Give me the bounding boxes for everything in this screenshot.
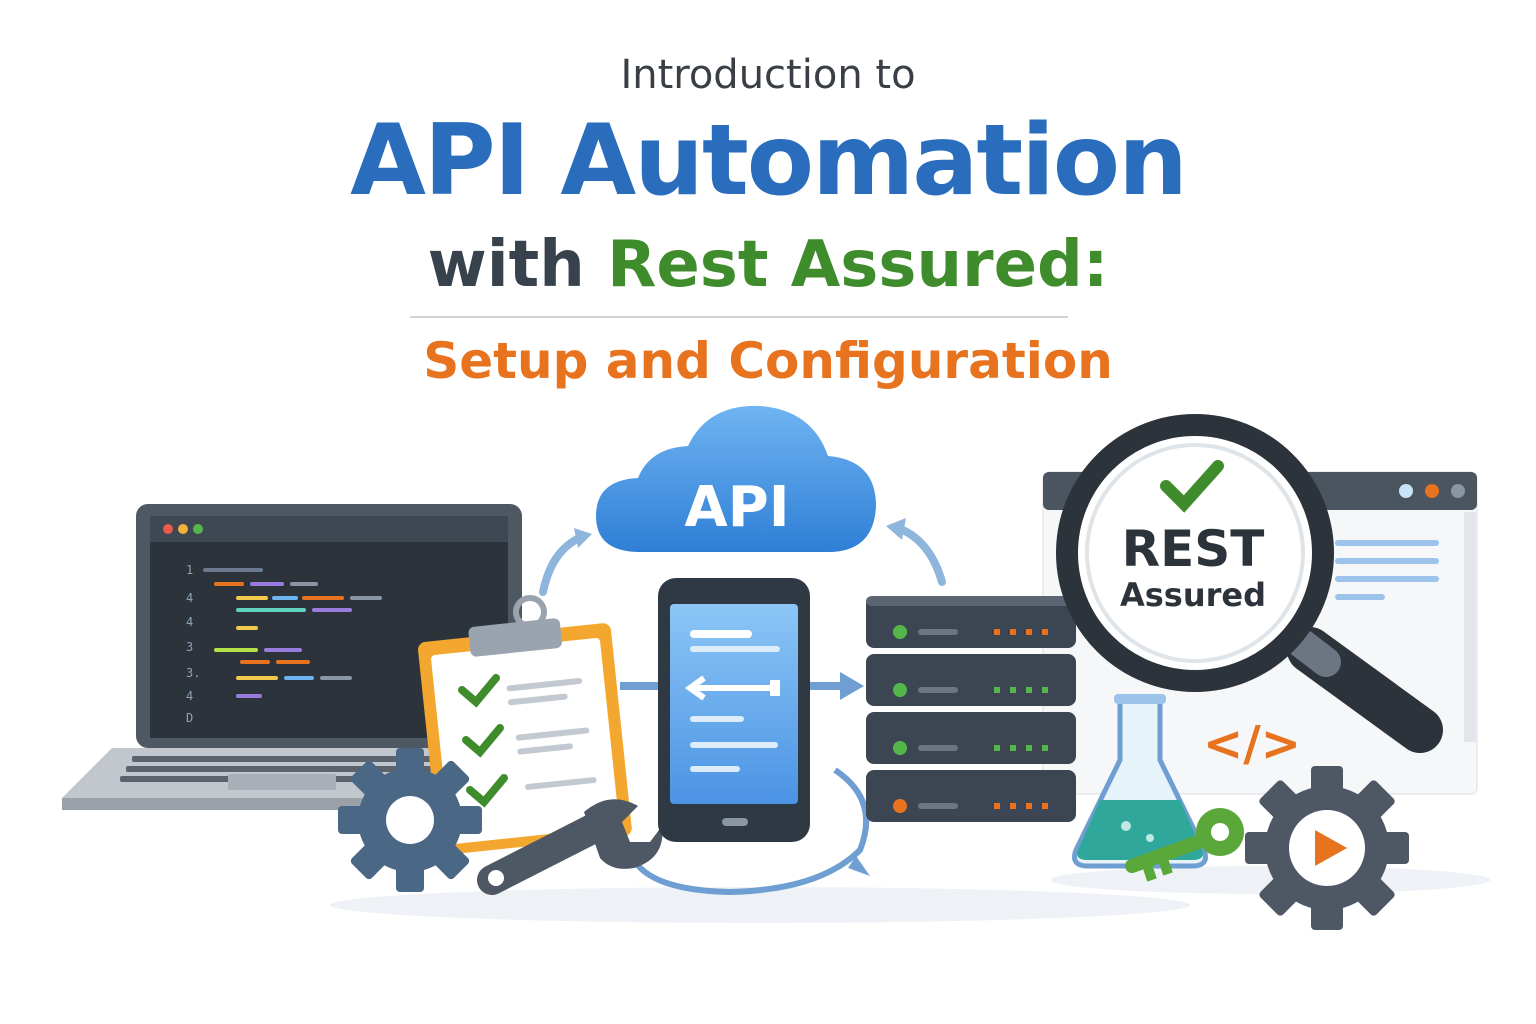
code-tag: </>	[1203, 716, 1301, 772]
gear-icon	[338, 748, 482, 892]
clipboard-icon	[418, 595, 632, 855]
magnifier-icon: REST Assured	[1056, 414, 1443, 753]
line-number: D	[186, 711, 193, 725]
intro-text: Introduction to	[620, 52, 916, 98]
play-icon	[1315, 830, 1347, 866]
cycle-arrow	[627, 767, 870, 896]
title-line-3: with Rest Assured:	[0, 228, 1536, 302]
line-number: 4	[186, 689, 193, 703]
cloud-label: API	[684, 475, 789, 540]
line-number: 4	[186, 591, 193, 605]
line-number: 3.	[186, 666, 200, 680]
cloud-icon: API	[596, 405, 876, 552]
main-title: API Automation	[350, 104, 1188, 218]
badge-line-1: REST	[1122, 520, 1265, 578]
arrow-icon	[894, 524, 946, 586]
tool-name: Rest Assured:	[607, 228, 1109, 302]
subtitle: Setup and Configuration	[423, 332, 1113, 390]
title-divider	[410, 316, 1068, 318]
line-number: 1	[186, 563, 193, 577]
key-icon	[1125, 808, 1244, 882]
line-number: 3	[186, 640, 193, 654]
with-text: with	[427, 228, 585, 302]
line-number: 4	[186, 615, 193, 629]
server-icon	[866, 596, 1076, 822]
flask-icon	[1072, 694, 1208, 869]
badge-line-2: Assured	[1120, 576, 1266, 614]
phone-icon	[658, 578, 810, 842]
wrench-icon	[477, 799, 663, 895]
check-icon	[1160, 460, 1224, 513]
gear-icon	[1245, 766, 1409, 930]
